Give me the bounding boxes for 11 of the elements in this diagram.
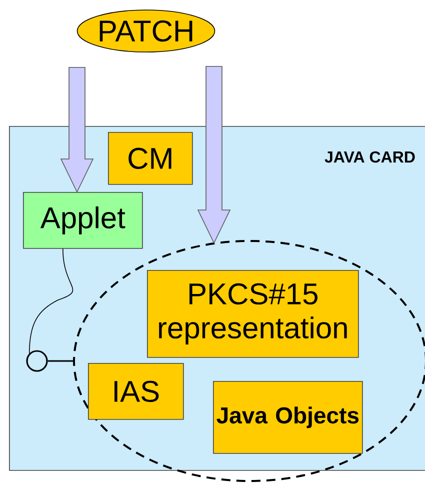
applet-box: Applet bbox=[23, 192, 143, 249]
module-box: Java Objects bbox=[213, 381, 363, 454]
module-box: CM bbox=[108, 132, 193, 185]
block-arrow bbox=[197, 66, 231, 244]
module-box: IAS bbox=[88, 363, 184, 420]
block-arrow bbox=[60, 67, 94, 193]
module-box: PKCS#15 representation bbox=[147, 270, 359, 358]
connector-curve bbox=[28, 248, 73, 354]
oval-label: PATCH bbox=[76, 10, 216, 52]
connector-line bbox=[48, 360, 73, 362]
interface-circle bbox=[26, 350, 48, 372]
